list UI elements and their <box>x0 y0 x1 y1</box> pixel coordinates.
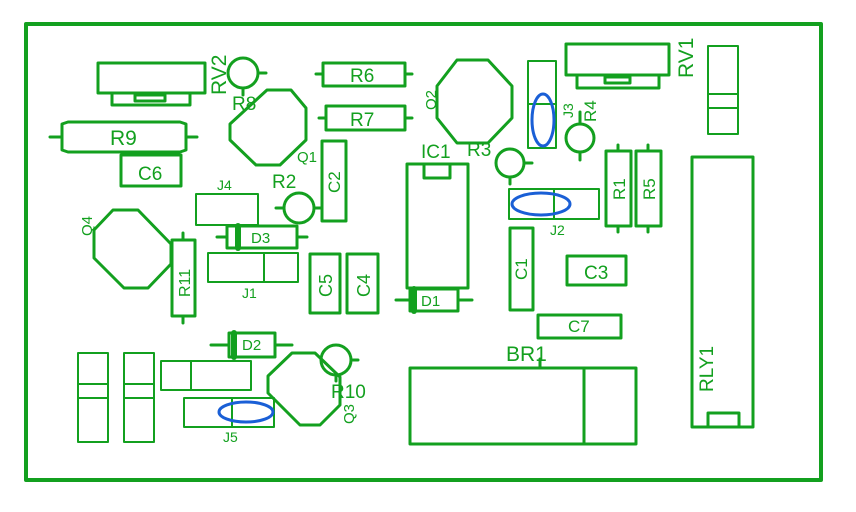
resistor-r9 <box>48 120 199 154</box>
capacitor-c3 <box>565 254 628 287</box>
trimmer-r3 <box>494 147 534 186</box>
label-c6: C6 <box>138 164 162 185</box>
trimmer-r2 <box>274 191 324 225</box>
capacitor-c4 <box>345 252 380 315</box>
jumper-j1 <box>207 252 299 283</box>
label-q4: Q4 <box>79 216 96 236</box>
label-j4: J4 <box>217 177 232 193</box>
label-j5: J5 <box>223 429 238 445</box>
capacitor-c6 <box>119 153 183 188</box>
jumper-j5-cap <box>217 400 275 424</box>
label-rv2: RV2 <box>208 55 231 95</box>
capacitor-c1 <box>508 226 535 312</box>
label-r2: R2 <box>272 172 296 193</box>
label-q1: Q1 <box>297 149 317 166</box>
transistor-q2 <box>435 58 514 145</box>
resistor-r5 <box>634 143 663 234</box>
label-r9: R9 <box>110 127 137 150</box>
label-rly1: RLY1 <box>697 346 718 392</box>
transistor-r8 <box>228 88 308 167</box>
resistor-r11 <box>170 231 197 325</box>
label-d3: D3 <box>251 230 270 247</box>
relay-rly1 <box>690 155 755 429</box>
capacitor-c7 <box>536 313 623 340</box>
rv2-trimmer <box>96 56 268 107</box>
label-j1: J1 <box>242 285 257 301</box>
label-d1: D1 <box>421 293 440 310</box>
header-bottom-left-1 <box>77 352 109 443</box>
label-j2: J2 <box>550 222 565 238</box>
label-r1: R1 <box>610 178 629 200</box>
label-ic1: IC1 <box>421 142 451 163</box>
label-r3: R3 <box>467 140 491 161</box>
diode-d1 <box>394 286 474 314</box>
label-r5: R5 <box>640 178 659 200</box>
diode-d2 <box>209 330 294 360</box>
resistor-r1 <box>604 143 633 234</box>
jumper-j4 <box>195 193 259 226</box>
header-bottom-left-2 <box>123 352 155 443</box>
transistor-q3 <box>266 351 342 427</box>
label-c3: C3 <box>584 263 608 284</box>
label-r7: R7 <box>350 110 374 131</box>
label-q2: Q2 <box>423 90 440 110</box>
board-outline <box>24 22 823 482</box>
jumper-j2-cap <box>510 191 572 217</box>
resistor-r7 <box>317 104 414 132</box>
label-c4: C4 <box>354 274 374 297</box>
label-r11: R11 <box>177 269 194 297</box>
label-br1: BR1 <box>506 343 547 366</box>
bridge-rectifier-br1 <box>408 357 638 446</box>
label-q3: Q3 <box>341 404 358 424</box>
transistor-q4 <box>92 208 173 290</box>
label-j3: J3 <box>560 103 576 118</box>
label-r10: R10 <box>331 382 366 403</box>
label-r4: R4 <box>581 100 600 122</box>
label-c5: C5 <box>316 274 336 297</box>
label-rv1: RV1 <box>675 38 698 78</box>
diode-d3 <box>215 223 309 251</box>
trimmer-r4 <box>564 110 596 162</box>
label-r6: R6 <box>350 66 374 87</box>
label-c1: C1 <box>512 258 531 280</box>
capacitor-c5 <box>308 252 342 315</box>
jumper-j3-cap <box>530 92 556 148</box>
ic1 <box>405 162 470 290</box>
jumper-unlabelled <box>160 360 252 391</box>
capacitor-c2 <box>320 139 348 223</box>
rv1-trimmer <box>564 42 671 90</box>
label-c7: C7 <box>568 317 590 336</box>
header-top-right <box>707 45 739 135</box>
resistor-r6 <box>314 61 414 88</box>
label-d2: D2 <box>242 337 261 354</box>
label-c2: C2 <box>325 171 344 193</box>
label-r8: R8 <box>232 94 256 115</box>
